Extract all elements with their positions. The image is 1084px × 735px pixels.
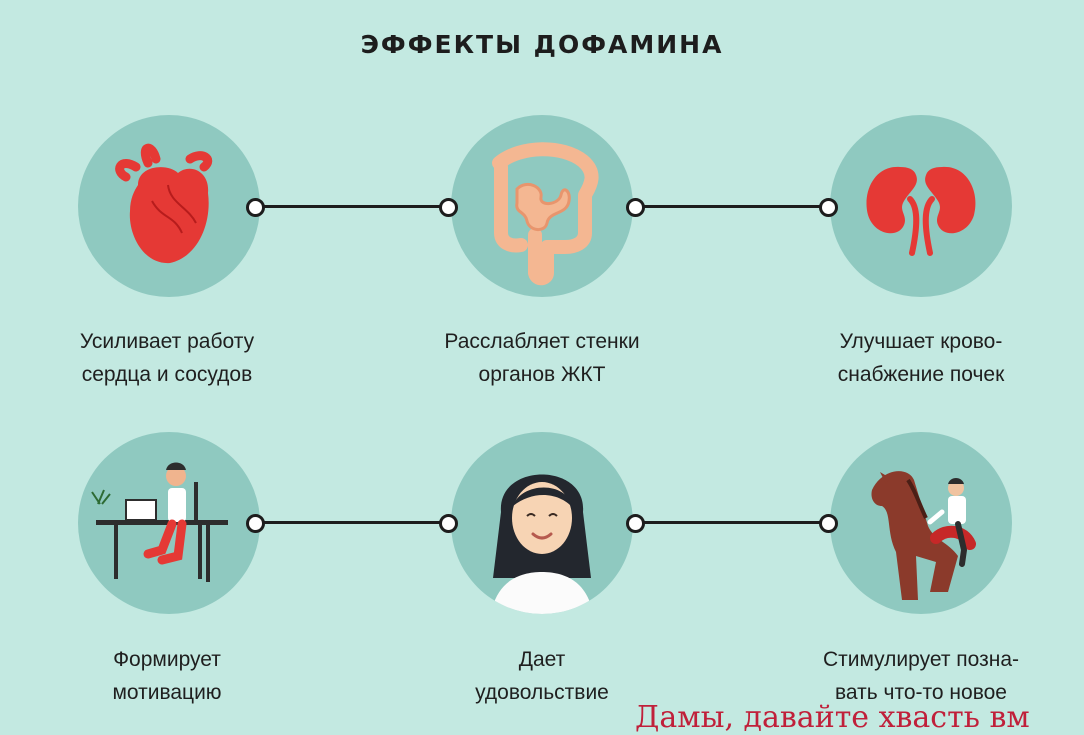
kidneys-icon [866,166,976,256]
connector [246,197,458,217]
person-at-desk-icon [91,462,228,582]
effect-caption: Улучшает крово-снабжение почек [837,330,1005,386]
desk-circle [78,432,260,614]
horse-circle [830,432,1012,614]
kidneys-circle [830,115,1012,297]
connector [626,197,838,217]
intestine-circle [451,115,633,297]
infographic-title: ЭФФЕКТЫ ДОФАМИНА [360,30,724,59]
heart-icon [115,143,213,264]
connector [626,513,838,533]
intestine-icon [492,142,599,286]
smiling-woman-icon [491,474,593,614]
woman-circle [451,432,633,614]
watermark-text: Дамы, давайте хвасть вм [635,700,1030,735]
connector [246,513,458,533]
horse-rider-icon [871,471,976,600]
effect-caption: Стимулирует позна-вать что-то новое [822,648,1020,704]
heart-circle [78,115,260,297]
